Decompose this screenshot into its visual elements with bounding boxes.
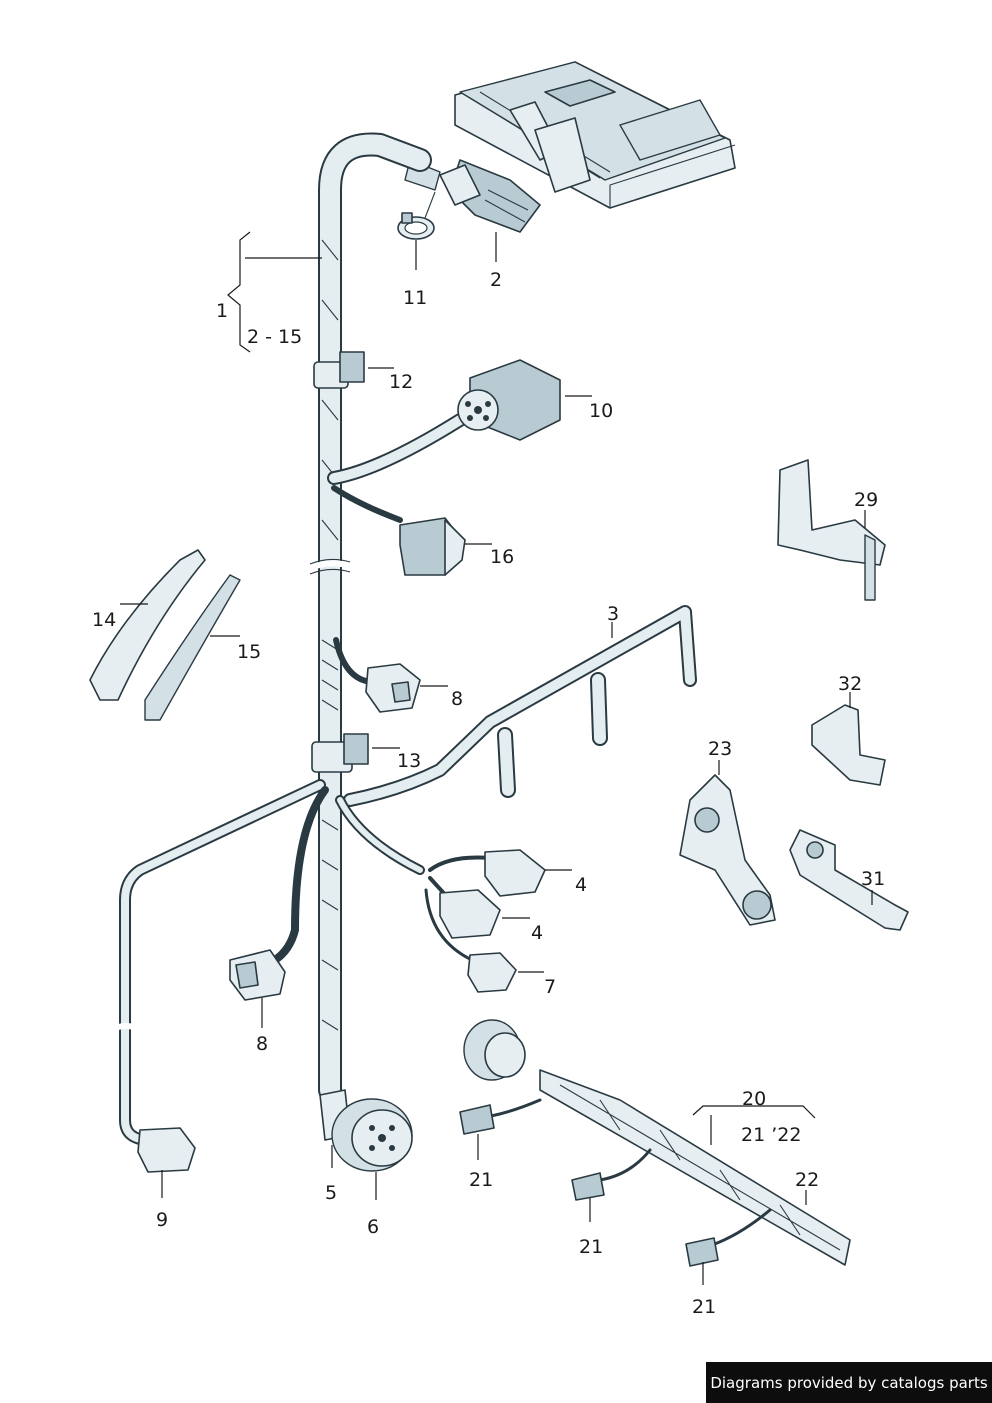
callout-20-range: 21 ’22 [741, 1124, 801, 1146]
callout-21-second: 21 [579, 1236, 603, 1258]
callout-3: 3 [607, 603, 619, 625]
sensor-harness-illustration [459, 1019, 851, 1267]
ecu-connector-illustration [404, 159, 541, 233]
cable-clip-illustration [397, 191, 436, 240]
callout-1: 1 [216, 300, 228, 322]
callout-32: 32 [838, 673, 862, 695]
callout-8-lower: 8 [256, 1033, 268, 1055]
bracket-29-illustration [777, 459, 886, 601]
brackets-14-15-illustration [89, 549, 241, 721]
ignition-harness-illustration [343, 605, 697, 807]
callout-10: 10 [589, 400, 613, 422]
callout-11: 11 [403, 287, 427, 309]
bracket-32-illustration [811, 704, 886, 786]
callout-7: 7 [544, 976, 556, 998]
callout-22: 22 [795, 1169, 819, 1191]
callout-29: 29 [854, 489, 878, 511]
connector-10-branch [327, 359, 561, 485]
main-harness-trunk [308, 132, 432, 1102]
harness-clip-13-illustration [311, 733, 369, 773]
callout-5: 5 [325, 1182, 337, 1204]
bracket-23-illustration [679, 774, 776, 926]
diagram-credit-badge: Diagrams provided by catalogs parts [706, 1362, 992, 1403]
connector-4-7-branch [335, 795, 546, 993]
control-unit-illustration [454, 61, 736, 209]
bracket-31-illustration [789, 829, 909, 931]
callout-15: 15 [237, 641, 261, 663]
harness-clip-illustration [313, 351, 365, 389]
callout-9: 9 [156, 1209, 168, 1231]
callout-8-upper: 8 [451, 688, 463, 710]
connector-16-branch [331, 485, 466, 576]
callout-14: 14 [92, 609, 116, 631]
callout-6: 6 [367, 1216, 379, 1238]
leader-lines [120, 231, 873, 1285]
callout-12: 12 [389, 371, 413, 393]
callout-4-lower: 4 [531, 922, 543, 944]
callout-1-range: 2 - 15 [247, 326, 302, 348]
callout-23: 23 [708, 738, 732, 760]
callout-13: 13 [397, 750, 421, 772]
callout-2: 2 [490, 269, 502, 291]
callout-4-upper: 4 [575, 874, 587, 896]
connector-9-branch [108, 779, 326, 1173]
round-connector-illustration [319, 1089, 413, 1172]
diagram-credit-text: Diagrams provided by catalogs parts [710, 1373, 988, 1392]
connector-8-upper [333, 637, 421, 713]
connector-8-lower [229, 786, 329, 1001]
callout-31: 31 [861, 868, 885, 890]
callout-16: 16 [490, 546, 514, 568]
callout-21-third: 21 [692, 1296, 716, 1318]
callout-20: 20 [742, 1088, 766, 1110]
callout-21-first: 21 [469, 1169, 493, 1191]
